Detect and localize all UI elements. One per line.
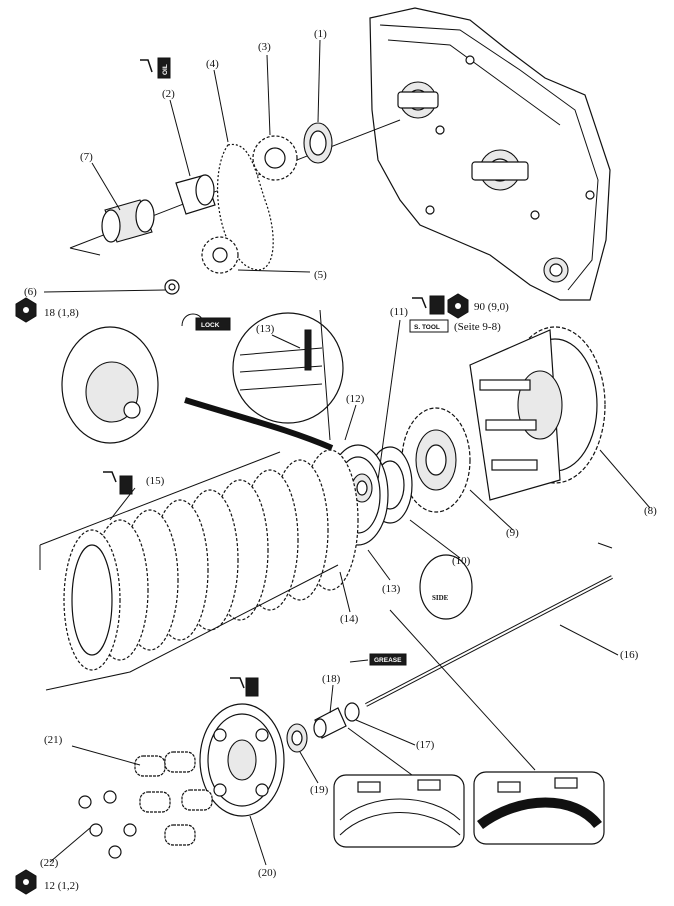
callout-12: (12) bbox=[346, 393, 365, 405]
callout-13-inset: (13) bbox=[256, 323, 275, 335]
callout-17: (17) bbox=[416, 739, 435, 751]
retaining-ring-part bbox=[344, 702, 360, 722]
svg-text:OIL: OIL bbox=[162, 64, 169, 75]
side-marker-disc bbox=[419, 554, 473, 620]
bushing-part bbox=[175, 174, 216, 215]
chain-part bbox=[217, 143, 274, 271]
callout-13: (13) bbox=[382, 583, 401, 595]
callout-7: (7) bbox=[80, 151, 93, 163]
release-bearing-part bbox=[286, 723, 308, 753]
lock-icon: LOCK bbox=[181, 313, 231, 331]
callout-9: (9) bbox=[506, 527, 519, 539]
grease-icon: GREASE bbox=[349, 653, 407, 666]
torque-value-11: 90 (9,0) bbox=[474, 301, 509, 313]
callout-1: (1) bbox=[314, 28, 327, 40]
driven-sprocket-part bbox=[201, 236, 239, 274]
plate-orientation-detail-a bbox=[333, 774, 465, 848]
torque-value-22: 12 (1,2) bbox=[44, 880, 79, 892]
callout-18: (18) bbox=[322, 673, 341, 685]
callout-2: (2) bbox=[162, 88, 175, 100]
callout-15: (15) bbox=[146, 475, 165, 487]
side-marker-label: SIDE bbox=[432, 594, 449, 602]
clutch-nut-part bbox=[351, 473, 373, 503]
clutch-basket-part bbox=[469, 326, 606, 501]
pressure-plate-part bbox=[199, 703, 285, 817]
svg-text:GREASE: GREASE bbox=[374, 657, 402, 664]
svg-text:LOCK: LOCK bbox=[201, 322, 220, 329]
crankcase-cover bbox=[369, 7, 611, 301]
magnified-detail-inset bbox=[232, 309, 344, 441]
torque-wrench-icon bbox=[447, 293, 469, 319]
callout-19: (19) bbox=[310, 784, 329, 796]
page-reference-note: (Seite 9-8) bbox=[454, 321, 501, 333]
callout-20: (20) bbox=[258, 867, 277, 879]
torque-wrench-icon bbox=[15, 297, 37, 323]
oil-can-icon bbox=[230, 677, 259, 697]
callout-22: (22) bbox=[40, 857, 59, 869]
clutch-detail-view bbox=[61, 326, 159, 444]
callout-8: (8) bbox=[644, 505, 657, 517]
callout-3: (3) bbox=[258, 41, 271, 53]
oil-can-icon bbox=[103, 471, 133, 495]
callout-14: (14) bbox=[340, 613, 359, 625]
callout-16: (16) bbox=[620, 649, 639, 661]
torque-wrench-icon bbox=[15, 869, 37, 895]
clutch-springs-part bbox=[134, 751, 213, 846]
callout-4: (4) bbox=[206, 58, 219, 70]
svg-text:S. TOOL: S. TOOL bbox=[414, 324, 440, 331]
oil-can-icon bbox=[412, 295, 445, 315]
callout-21: (21) bbox=[44, 734, 63, 746]
special-tool-icon: S. TOOL bbox=[409, 319, 449, 333]
torque-value-6: 18 (1,8) bbox=[44, 307, 79, 319]
plate-orientation-detail-b bbox=[473, 771, 605, 845]
oil-seal-part bbox=[303, 122, 333, 164]
drive-sprocket-part bbox=[252, 135, 298, 181]
oil-can-icon: OIL bbox=[140, 57, 171, 79]
clutch-hub-part bbox=[401, 407, 471, 513]
callout-10: (10) bbox=[452, 555, 471, 567]
callout-11: (11) bbox=[390, 306, 408, 318]
push-rod-part bbox=[365, 575, 613, 707]
spring-bolts-part bbox=[78, 790, 137, 859]
clutch-plate-stack-part bbox=[63, 449, 359, 671]
callout-5: (5) bbox=[314, 269, 327, 281]
callout-6: (6) bbox=[24, 286, 37, 298]
sprocket-bolt-part bbox=[164, 279, 180, 295]
needle-bearing-part bbox=[101, 199, 155, 243]
